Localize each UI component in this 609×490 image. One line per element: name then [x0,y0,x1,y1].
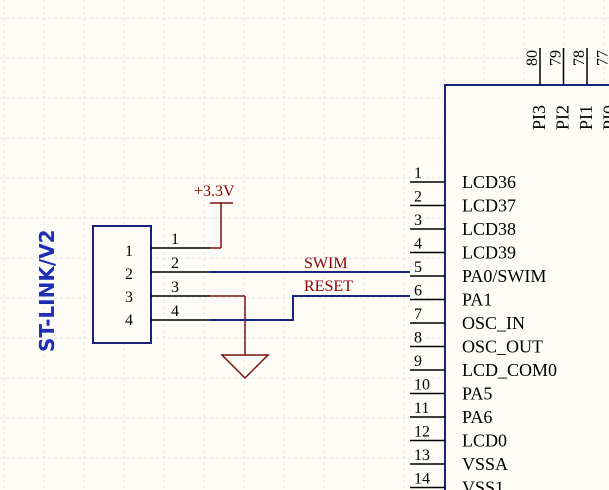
mcu-pin-number: 11 [414,400,429,417]
wire-number: 1 [171,231,179,248]
ground-symbol [210,295,270,380]
mcu-top-pin-number: 78 [571,50,588,66]
wire-number: 3 [171,279,179,296]
mcu-pin-name: LCD37 [462,196,516,216]
mcu-pin-name: LCD38 [462,219,516,239]
mcu-pin-number: 3 [414,212,422,229]
wire-number: 2 [171,255,179,272]
mcu-pin-number: 5 [414,259,422,276]
mcu-pin-name: OSC_OUT [462,337,543,357]
connector-pin-label: 3 [125,289,133,306]
mcu-pin-number: 13 [414,447,430,464]
mcu-top-pin-name: PI3 [529,105,549,130]
mcu-pin-name: VSS1 [462,478,504,490]
mcu-pin-number: 14 [414,471,430,488]
connector-title: ST-LINK/V2 [35,229,59,352]
mcu-pin-name: PA1 [462,290,492,310]
mcu-pin-number: 1 [414,165,422,182]
mcu-pin-number: 7 [414,306,422,323]
connector-pin-label: 4 [125,312,133,329]
connector-pin-label: 2 [125,266,133,283]
mcu-pin-number: 10 [414,377,430,394]
mcu-top-pin-name: PI0 [600,105,609,130]
mcu-pin-number: 12 [414,424,430,441]
power-symbol [210,202,233,249]
connector-pin-label: 1 [125,243,133,260]
mcu-pin-name: LCD36 [462,172,516,192]
mcu-pin-number: 4 [414,236,422,253]
mcu-pin-number: 9 [414,353,422,370]
mcu-pin-name: LCD39 [462,243,516,263]
mcu-top-pin-number: 77 [595,50,609,66]
mcu-top-pin-name: PI2 [553,105,573,130]
mcu-top-pin-name: PI1 [576,105,596,130]
mcu-pin-number: 2 [414,189,422,206]
connector-body [92,225,152,344]
mcu-pin-name: OSC_IN [462,313,525,333]
reset-wire [210,295,410,321]
mcu-pin-name: PA0/SWIM [462,266,546,286]
mcu-top-pin-number: 79 [548,50,565,66]
wire-number: 4 [171,303,179,320]
mcu-pin-name: LCD0 [462,431,507,451]
mcu-pin-name: LCD_COM0 [462,360,557,380]
mcu-body [444,84,609,490]
swim-net-label: SWIM [304,255,348,272]
power-label: +3.3V [194,183,235,200]
reset-net-label: RESET [304,278,353,295]
mcu-pin-number: 6 [414,283,422,300]
mcu-pin-number: 8 [414,330,422,347]
mcu-pin-name: VSSA [462,454,508,474]
mcu-pin-name: PA5 [462,384,492,404]
mcu-top-pin-number: 80 [524,50,541,66]
mcu-pin-name: PA6 [462,407,492,427]
